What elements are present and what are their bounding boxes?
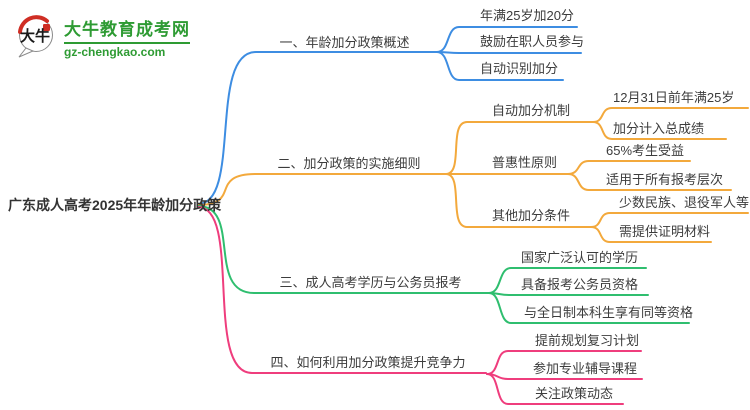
- sub-node: 普惠性原则: [492, 155, 558, 170]
- branch-node-2: 二、加分政策的实施细则: [277, 156, 421, 171]
- branch-node-1: 一、年龄加分政策概述: [279, 35, 410, 50]
- logo-text-block: 大牛教育成考网 gz-chengkao.com: [64, 12, 190, 59]
- branch3-lines: [197, 205, 690, 324]
- leaf-node: 需提供证明材料: [619, 224, 711, 239]
- leaf-node: 参加专业辅导课程: [533, 361, 638, 376]
- leaf-node: 65%考生受益: [606, 143, 685, 158]
- branch-node-3: 三、成人高考学历与公务员报考: [279, 275, 462, 290]
- logo-divider: [64, 42, 190, 44]
- sub-node: 自动加分机制: [492, 103, 571, 118]
- leaf-node: 具备报考公务员资格: [521, 277, 639, 292]
- leaf-node: 自动识别加分: [480, 61, 559, 76]
- leaf-node: 与全日制本科生享有同等资格: [524, 305, 694, 320]
- branch4-lines: [197, 206, 643, 405]
- leaf-node: 关注政策动态: [535, 386, 614, 401]
- logo-bull-icon: 大牛: [18, 15, 53, 58]
- logo-icon-text: 大牛: [20, 27, 50, 45]
- leaf-node: 鼓励在职人员参与: [480, 34, 585, 49]
- branch-node-4: 四、如何利用加分政策提升竞争力: [270, 355, 466, 370]
- leaf-node: 适用于所有报考层次: [606, 172, 724, 187]
- leaf-node: 国家广泛认可的学历: [521, 250, 639, 265]
- leaf-node: 年满25岁加20分: [480, 8, 574, 23]
- site-logo: 大牛 大牛教育成考网 gz-chengkao.com: [14, 12, 190, 59]
- branch2-lines: [197, 107, 749, 243]
- branch1-lines: [197, 26, 582, 205]
- sub-node: 其他加分条件: [492, 208, 571, 223]
- mindmap-root-node: 广东成人高考2025年年龄加分政策: [8, 197, 222, 213]
- leaf-node: 12月31日前年满25岁: [613, 90, 735, 105]
- leaf-node: 少数民族、退役军人等: [619, 195, 750, 210]
- leaf-node: 提前规划复习计划: [535, 333, 640, 348]
- logo-site-url: gz-chengkao.com: [64, 45, 166, 59]
- leaf-node: 加分计入总成绩: [613, 121, 705, 136]
- logo-site-name: 大牛教育成考网: [64, 20, 190, 39]
